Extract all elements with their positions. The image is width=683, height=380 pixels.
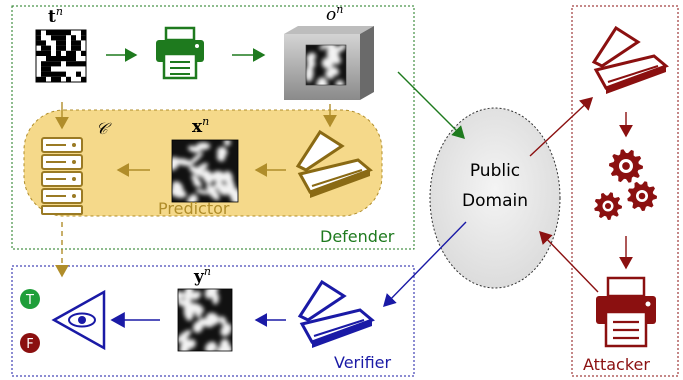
- printed-box-icon: [284, 26, 374, 100]
- attacker-label: Attacker: [583, 355, 650, 374]
- scanner-icon: [295, 129, 373, 198]
- probe-yn-image: [177, 288, 233, 352]
- arrow-object-to-public: [397, 71, 465, 139]
- y-label: yn: [193, 265, 211, 287]
- defender-label: Defender: [320, 227, 395, 246]
- x-label: xn: [192, 115, 209, 137]
- server-rack-icon: [41, 137, 83, 215]
- estimate-xn-image: [171, 139, 239, 203]
- svg-text:F: F: [26, 337, 33, 352]
- arrow-attacker-to-public: [539, 230, 599, 293]
- verifier-region: [11, 265, 415, 377]
- predictor-label: Predictor: [158, 199, 230, 218]
- public-domain-line2: Domain: [462, 191, 528, 211]
- binary-code-pattern-icon: [35, 29, 87, 83]
- arrow-public-to-verifier: [383, 221, 467, 308]
- t-label: tn: [48, 5, 63, 27]
- false-badge: F: [20, 333, 40, 353]
- attacker-region: [571, 5, 679, 377]
- defender-region: [11, 5, 415, 250]
- o-label: on: [326, 3, 343, 25]
- verifier-label: Verifier: [334, 353, 391, 372]
- svg-text:T: T: [25, 293, 34, 308]
- public-domain-line1: Public: [470, 161, 520, 181]
- arrow-public-to-attacker: [529, 97, 594, 157]
- scanner-icon: [297, 279, 375, 348]
- public-domain-ellipse: [429, 107, 561, 289]
- true-badge: T: [20, 289, 40, 309]
- eye-triangle-icon: [51, 289, 106, 351]
- gears-icon: [594, 149, 657, 220]
- printer-icon: [156, 26, 204, 80]
- scanner-icon: [591, 25, 669, 94]
- printer-icon: [596, 276, 656, 348]
